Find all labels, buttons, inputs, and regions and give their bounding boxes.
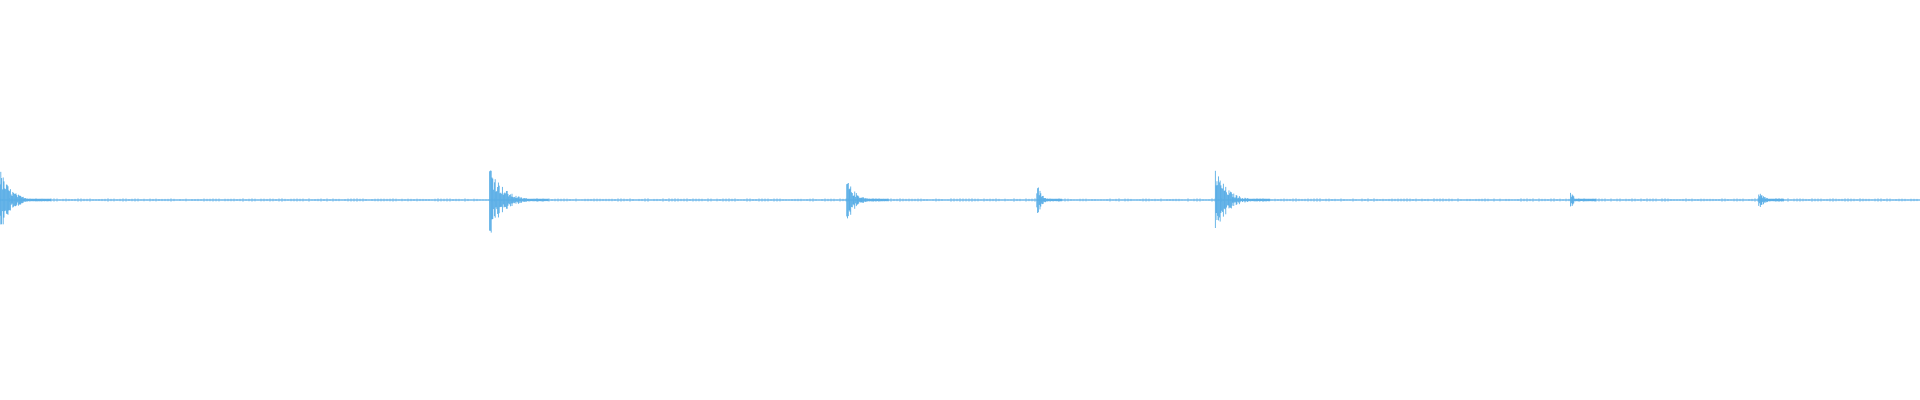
transient-1: [0, 171, 51, 225]
transient-7: [1758, 193, 1784, 208]
transient-4: [1036, 187, 1063, 213]
transient-5: [1214, 170, 1271, 229]
waveform-transients: [0, 170, 1784, 233]
transient-6: [1570, 192, 1596, 207]
transient-2: [489, 170, 549, 233]
transient-3: [846, 182, 889, 219]
